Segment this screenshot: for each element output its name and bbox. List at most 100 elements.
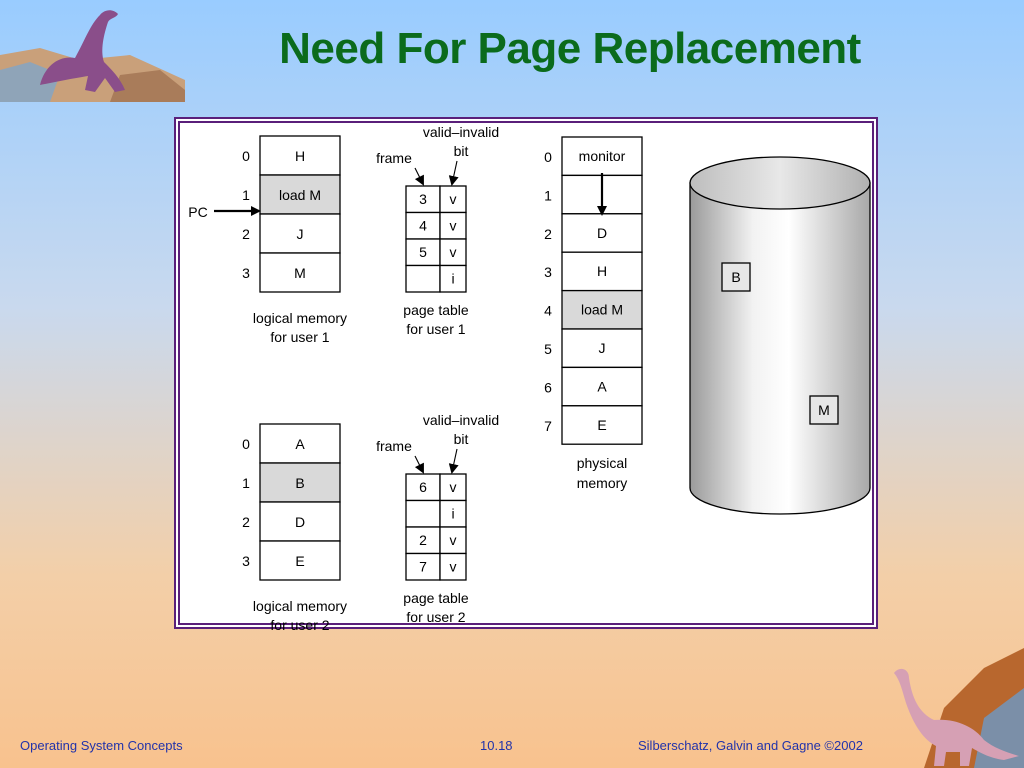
user2-logical-cell <box>259 540 341 581</box>
footer-slide-number: 10.18 <box>480 738 513 753</box>
pc-label: PC <box>188 204 207 220</box>
user2-bit-arrow <box>448 448 459 474</box>
user1-pagetable-bit-value: v <box>450 244 457 260</box>
physical-memory-cell-label: J <box>599 340 606 356</box>
user1-pagetable-caption: for user 1 <box>406 321 465 337</box>
disk-page-label: M <box>818 402 830 418</box>
user1-pagetable-frame-value: 3 <box>419 191 427 207</box>
slide-title: Need For Page Replacement <box>279 24 861 73</box>
user1-logical-index: 3 <box>242 265 250 281</box>
physical-memory-cell-label: A <box>597 378 607 394</box>
physical-memory-cell-label: E <box>597 417 606 433</box>
user1-logical-cell-label: load M <box>279 187 321 203</box>
physical-memory-index: 5 <box>544 341 552 357</box>
physical-memory-cell-label: monitor <box>579 148 626 164</box>
user2-pagetable-caption: page table <box>403 590 469 606</box>
user2-pagetable-bit-cell <box>439 526 467 555</box>
user2-logical-cell-label: A <box>295 436 305 452</box>
user1-pagetable-frame-cell <box>405 264 441 293</box>
user1-logical-index: 0 <box>242 148 250 164</box>
user2-pagetable-frame-value: 7 <box>419 559 427 575</box>
user1-logical-cell-label: H <box>295 148 305 164</box>
user1-pagetable-caption: page table <box>403 302 469 318</box>
physical-memory-index: 0 <box>544 149 552 165</box>
user2-frame-label: frame <box>376 438 412 454</box>
user2-pagetable-frame-cell <box>405 552 441 581</box>
user2-logical-index: 1 <box>242 475 250 491</box>
physical-memory-cell <box>561 366 643 407</box>
user1-frame-label: frame <box>376 150 412 166</box>
physical-memory-index: 2 <box>544 226 552 242</box>
user2-logical-cell <box>259 462 341 503</box>
dinosaur-decoration-bottom-right <box>894 648 1024 768</box>
user2-valid-invalid-label: valid–invalid <box>423 412 499 428</box>
physical-memory-cell-label: H <box>597 263 607 279</box>
physical-memory-cell <box>561 289 643 330</box>
user1-logical-index: 2 <box>242 226 250 242</box>
user2-logical-caption: logical memory <box>253 598 347 614</box>
footer-copyright: Silberschatz, Galvin and Gagne ©2002 <box>638 738 863 753</box>
user2-pagetable-bit-value: v <box>450 532 457 548</box>
user2-logical-caption: for user 2 <box>270 617 329 633</box>
user2-pagetable-caption: for user 2 <box>406 609 465 625</box>
physical-memory-cell-label: D <box>597 225 607 241</box>
user2-pagetable-bit-cell <box>439 473 467 502</box>
user1-pagetable-bit-value: i <box>451 271 454 287</box>
dinosaur-decoration-top-left <box>0 10 185 102</box>
physical-memory-index: 1 <box>544 187 552 203</box>
disk-page-label: B <box>731 269 740 285</box>
user2-logical-cell-label: D <box>295 514 305 530</box>
user2-logical-index: 2 <box>242 514 250 530</box>
disk-page-box <box>721 262 751 292</box>
user2-pagetable-frame-value: 6 <box>419 479 427 495</box>
user1-logical-cell-label: M <box>294 265 306 281</box>
user2-pagetable-bit-value: i <box>451 506 454 522</box>
physical-memory-cell <box>561 405 643 445</box>
user1-pagetable-bit-value: v <box>450 218 457 234</box>
user1-bit-label: bit <box>454 143 469 159</box>
user2-pagetable-bit-value: v <box>450 559 457 575</box>
user2-pagetable-bit-value: v <box>450 479 457 495</box>
user2-pagetable-frame-cell <box>405 473 441 502</box>
user1-pagetable-bit-cell <box>439 185 467 214</box>
user1-logical-cell <box>259 252 341 293</box>
backing-store-disk-body <box>689 182 871 515</box>
physical-memory-caption: physical <box>577 455 628 471</box>
user2-pagetable-bit-cell <box>439 552 467 581</box>
user1-valid-invalid-label: valid–invalid <box>423 124 499 140</box>
physical-memory-index: 4 <box>544 303 552 319</box>
user1-pagetable-frame-value: 5 <box>419 244 427 260</box>
physical-memory-cell <box>561 251 643 292</box>
user2-logical-cell-label: B <box>295 475 304 491</box>
user1-logical-index: 1 <box>242 187 250 203</box>
physical-memory-cell <box>561 328 643 369</box>
user1-pagetable-bit-cell <box>439 264 467 293</box>
user2-pagetable-frame-cell <box>405 499 441 528</box>
backing-store-disk-top <box>689 156 871 210</box>
user1-pagetable-bit-value: v <box>450 191 457 207</box>
physical-memory-index: 6 <box>544 379 552 395</box>
user2-logical-index: 3 <box>242 553 250 569</box>
user1-logical-cell-label: J <box>297 226 304 242</box>
footer-course-title: Operating System Concepts <box>20 738 183 753</box>
user2-frame-arrow <box>414 455 424 474</box>
user1-pagetable-frame-value: 4 <box>419 218 427 234</box>
user2-pagetable-frame-cell <box>405 526 441 555</box>
disk-page-box <box>809 395 839 425</box>
user1-logical-cell <box>259 174 341 215</box>
physical-memory-index: 3 <box>544 264 552 280</box>
user1-bit-arrow <box>448 160 459 186</box>
user1-frame-arrow <box>414 167 424 186</box>
user1-logical-cell <box>259 135 341 176</box>
physical-memory-caption: memory <box>577 475 628 491</box>
user2-logical-index: 0 <box>242 436 250 452</box>
physical-memory-cell-label: load M <box>581 302 623 318</box>
user2-bit-label: bit <box>454 431 469 447</box>
physical-memory-index: 7 <box>544 418 552 434</box>
user1-logical-caption: logical memory <box>253 310 347 326</box>
user1-logical-caption: for user 1 <box>270 329 329 345</box>
user2-logical-cell-label: E <box>295 553 304 569</box>
user2-pagetable-frame-value: 2 <box>419 532 427 548</box>
